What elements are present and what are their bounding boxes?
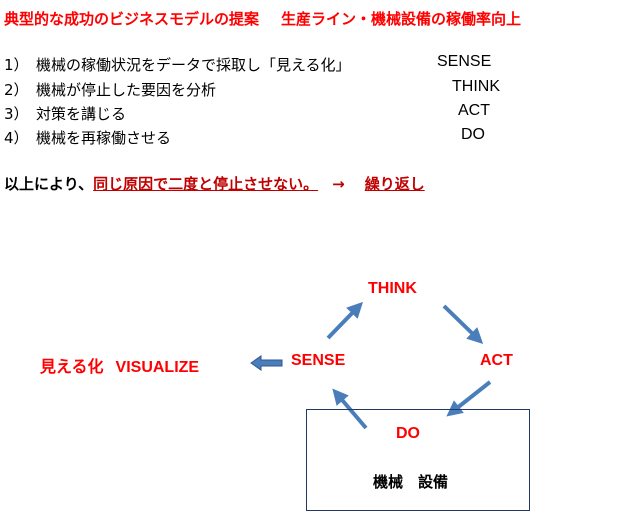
title-left: 典型的な成功のビジネスモデルの提案 — [4, 10, 260, 28]
title-right: 生産ライン・機械設備の稼働率向上 — [281, 10, 522, 28]
arrow-think-to-act — [442, 304, 484, 345]
conclusion-prefix: 以上により、 — [4, 175, 94, 193]
arrow-sense-to-think — [326, 301, 364, 340]
visualize-label: 見える化 VISUALIZE — [40, 353, 199, 377]
arrow-act-to-do — [446, 380, 492, 417]
conclusion-highlight: 同じ原因で二度と停止させない。 — [93, 175, 319, 193]
step-3-keyword: ACT — [458, 102, 490, 119]
node-act: ACT — [480, 352, 513, 369]
arrow-do-to-sense — [332, 388, 368, 430]
step-text: 機械が停止した要因を分析 — [36, 81, 217, 99]
step-4: 4） 機械を再稼働させる — [4, 127, 171, 148]
visualize-jp: 見える化 — [40, 357, 104, 376]
step-number: 3） — [4, 105, 29, 123]
node-do: DO — [396, 425, 420, 442]
step-number: 2） — [4, 81, 29, 99]
step-text: 機械を再稼働させる — [36, 129, 172, 147]
step-4-keyword: DO — [461, 126, 485, 143]
step-text: 対策を講じる — [36, 105, 127, 123]
step-number: 4） — [4, 129, 29, 147]
visualize-en: VISUALIZE — [115, 359, 200, 376]
step-number: 1） — [4, 56, 29, 74]
page-title: 典型的な成功のビジネスモデルの提案 生産ライン・機械設備の稼働率向上 — [4, 8, 521, 29]
conclusion-repeat: 繰り返し — [364, 175, 425, 193]
step-2-keyword: THINK — [452, 78, 500, 95]
step-text: 機械の稼働状況をデータで採取し「見える化」 — [36, 56, 351, 74]
machine-label: 機械 設備 — [373, 473, 449, 491]
conclusion-line: 以上により、同じ原因で二度と停止させない。 → 繰り返し — [4, 173, 425, 194]
conclusion-arrow: → — [332, 175, 345, 193]
node-sense: SENSE — [291, 352, 346, 369]
step-1: 1） 機械の稼働状況をデータで採取し「見える化」 — [4, 54, 351, 75]
step-2: 2） 機械が停止した要因を分析 — [4, 79, 216, 100]
step-1-keyword: SENSE — [437, 53, 492, 70]
machine-equipment-box — [306, 409, 530, 511]
node-think: THINK — [368, 280, 417, 297]
arrow-sense-to-visualize — [250, 355, 283, 371]
step-3: 3） 対策を講じる — [4, 103, 126, 124]
